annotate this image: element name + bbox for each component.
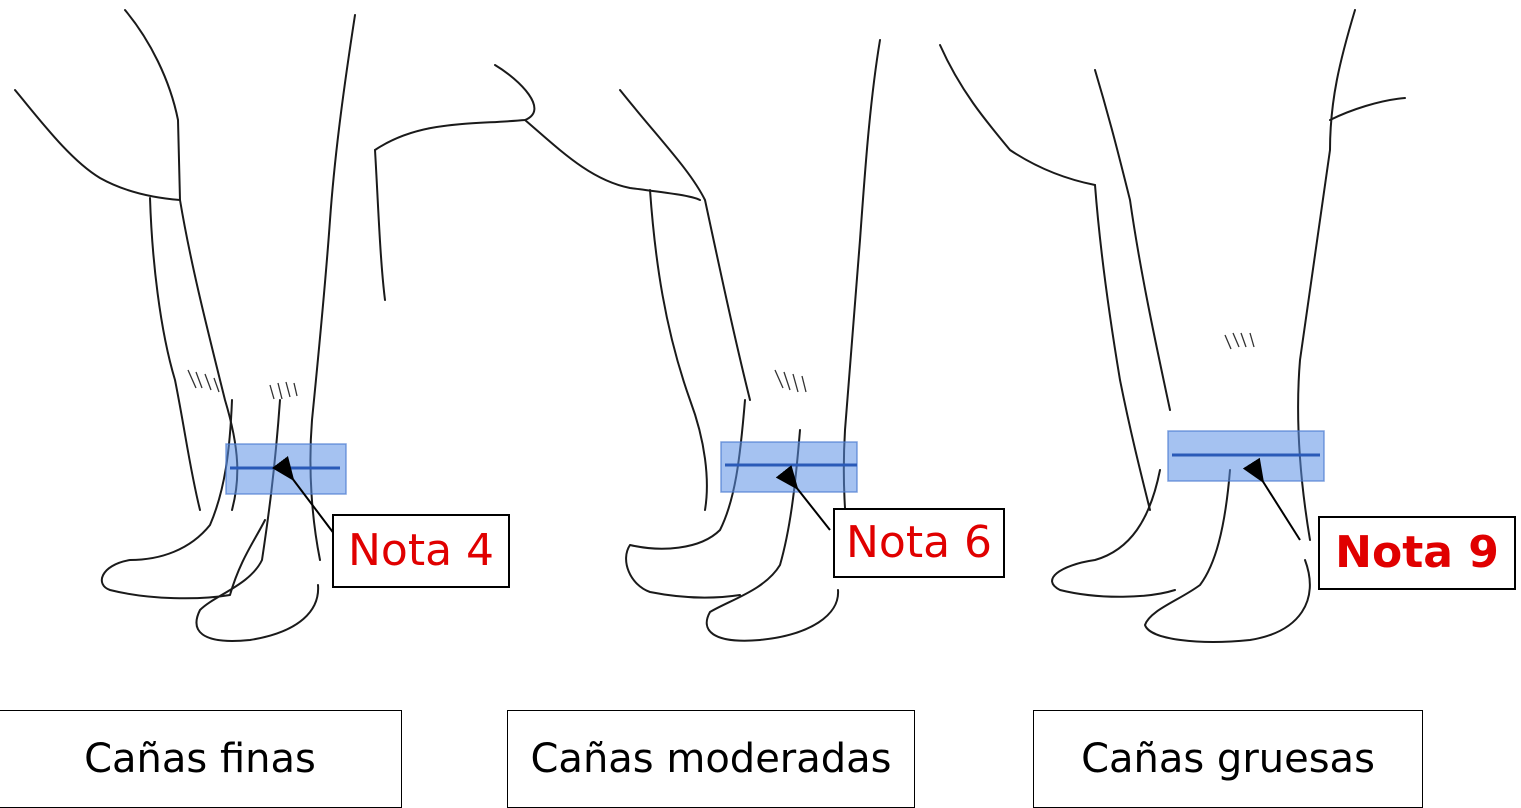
caption-moderate-cannon: Cañas moderadas bbox=[507, 710, 915, 808]
horse-leg-moderate bbox=[374, 39, 881, 642]
grade-note-1: Nota 4 bbox=[332, 514, 510, 588]
horse-leg-fine bbox=[14, 9, 356, 642]
horse-leg-thick bbox=[939, 9, 1406, 643]
caption-thick-cannon: Cañas gruesas bbox=[1033, 710, 1423, 808]
grade-note-2: Nota 6 bbox=[833, 508, 1005, 578]
caption-fine-cannon: Cañas finas bbox=[0, 710, 402, 808]
grade-note-3: Nota 9 bbox=[1318, 516, 1516, 590]
